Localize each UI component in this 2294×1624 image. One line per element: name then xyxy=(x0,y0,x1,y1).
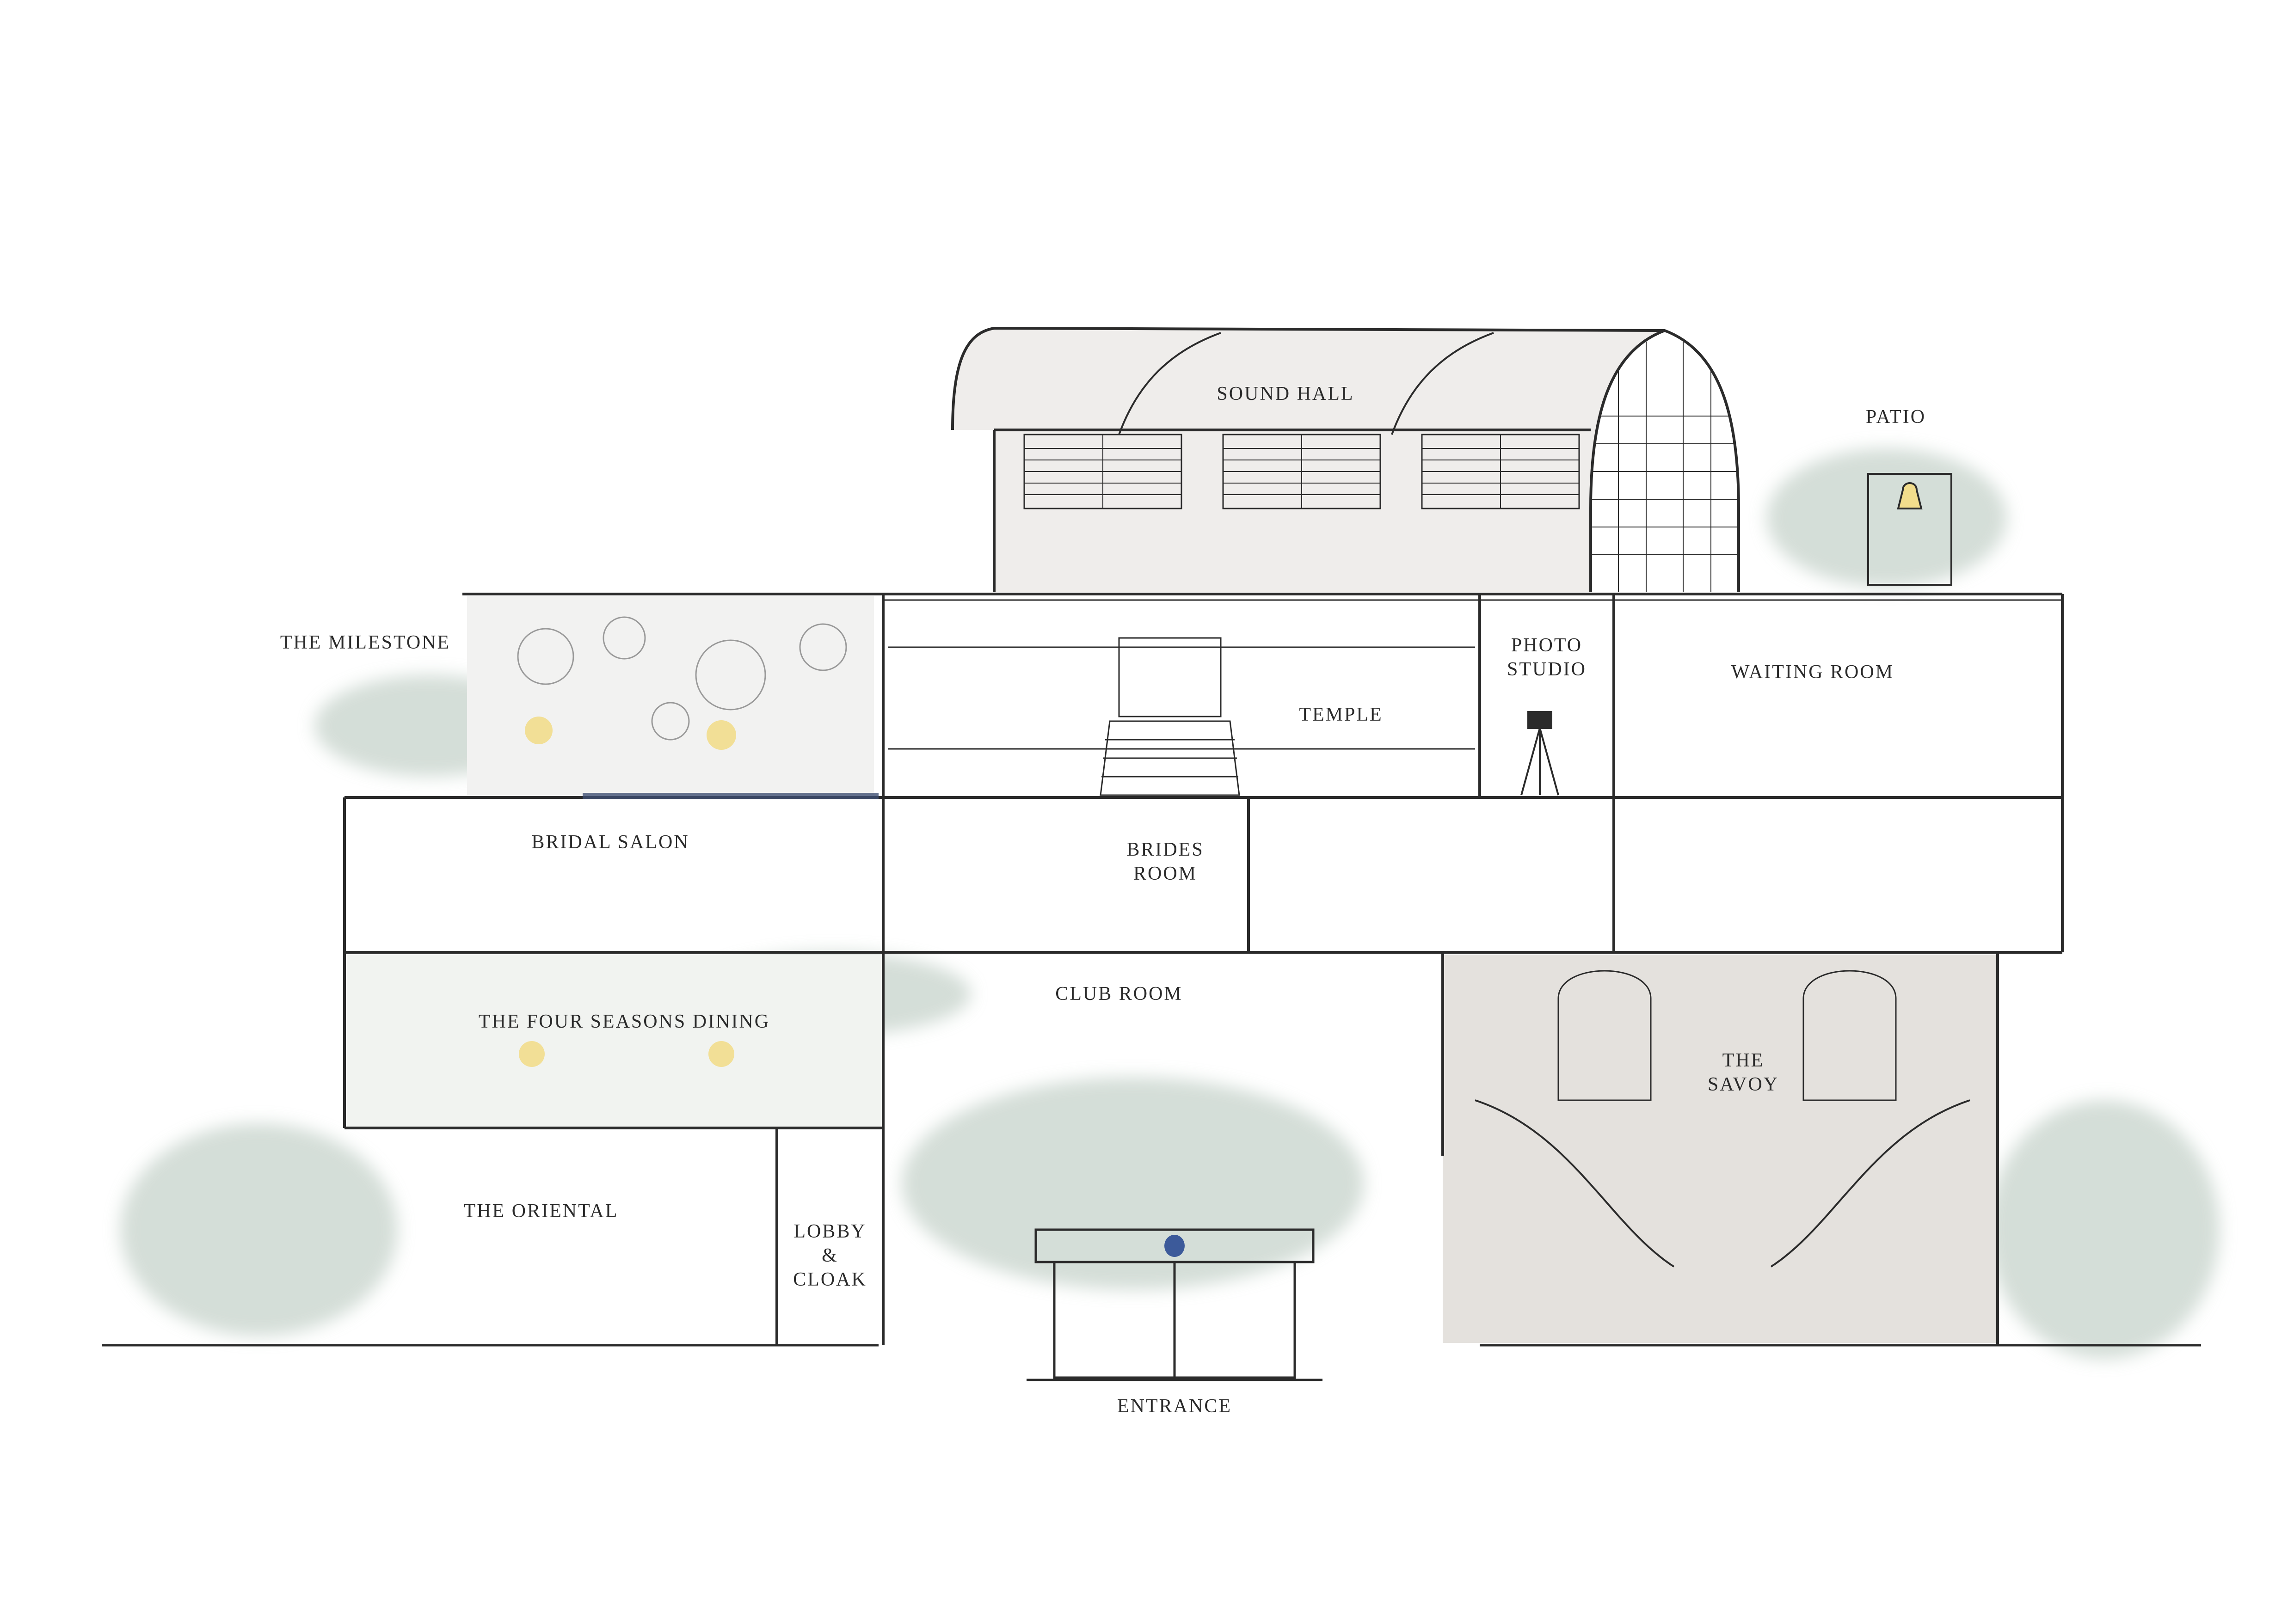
sound-hall-arch xyxy=(1589,329,1740,592)
temple-interior xyxy=(888,637,1475,796)
entrance-plaque xyxy=(1164,1235,1185,1257)
structure-lines xyxy=(102,326,2201,1347)
patio-bell-icon xyxy=(1867,473,1952,586)
camera-tripod-icon xyxy=(1520,711,1559,796)
label-photo-studio: PHOTO STUDIO xyxy=(1507,635,1587,680)
flower-icon xyxy=(708,1041,734,1067)
foliage-patio-bush xyxy=(1766,448,2007,587)
temple-altar xyxy=(1118,637,1222,717)
savoy-birdcages xyxy=(1557,970,1897,1101)
temple-stairs xyxy=(1100,720,1240,796)
sound-hall-rib-1 xyxy=(1118,332,1221,435)
label-the-savoy: THE SAVOY xyxy=(1707,1050,1779,1095)
flower-arrangements xyxy=(519,717,736,1067)
sound-hall-windows xyxy=(1023,342,1739,592)
label-brides-room: BRIDES ROOM xyxy=(1126,839,1204,884)
label-patio: PATIO xyxy=(1865,406,1926,428)
window-slats xyxy=(1024,435,1579,509)
flower-icon xyxy=(525,717,553,744)
stair-right xyxy=(1770,1099,1970,1268)
milestone-floral-wall xyxy=(517,616,847,741)
label-bridal-salon: BRIDAL SALON xyxy=(531,832,689,853)
label-club-room: CLUB ROOM xyxy=(1055,983,1183,1005)
foliage-left-tree xyxy=(120,1123,398,1336)
milestone-pool xyxy=(583,793,879,799)
label-temple: TEMPLE xyxy=(1299,704,1383,725)
flower-icon xyxy=(519,1041,545,1067)
foliage-right-tree xyxy=(1988,1100,2220,1359)
label-lobby-cloak: LOBBY & CLOAK xyxy=(793,1221,867,1290)
savoy-staircases xyxy=(1475,1099,1970,1268)
label-sound-hall: SOUND HALL xyxy=(1217,383,1354,404)
arch-lattice xyxy=(1591,342,1739,592)
stair-left xyxy=(1475,1099,1675,1268)
foliage-center xyxy=(902,1077,1364,1290)
four-seasons-tint xyxy=(347,955,883,1128)
label-the-milestone: THE MILESTONE xyxy=(280,632,451,653)
sound-hall-roof xyxy=(951,326,1665,430)
savoy-tint xyxy=(1443,955,1998,1343)
milestone-wall-tint xyxy=(467,596,874,795)
entrance-portico xyxy=(1027,1228,1322,1381)
label-waiting-room: WAITING ROOM xyxy=(1731,662,1894,683)
birdcage-icon xyxy=(1802,970,1897,1101)
label-the-oriental: THE ORIENTAL xyxy=(463,1201,619,1222)
flower-icon xyxy=(707,720,736,750)
label-four-seasons-dining: THE FOUR SEASONS DINING xyxy=(478,1011,770,1032)
birdcage-icon xyxy=(1557,970,1652,1101)
sound-hall-rib-2 xyxy=(1391,332,1494,435)
label-entrance: ENTRANCE xyxy=(1117,1396,1232,1417)
